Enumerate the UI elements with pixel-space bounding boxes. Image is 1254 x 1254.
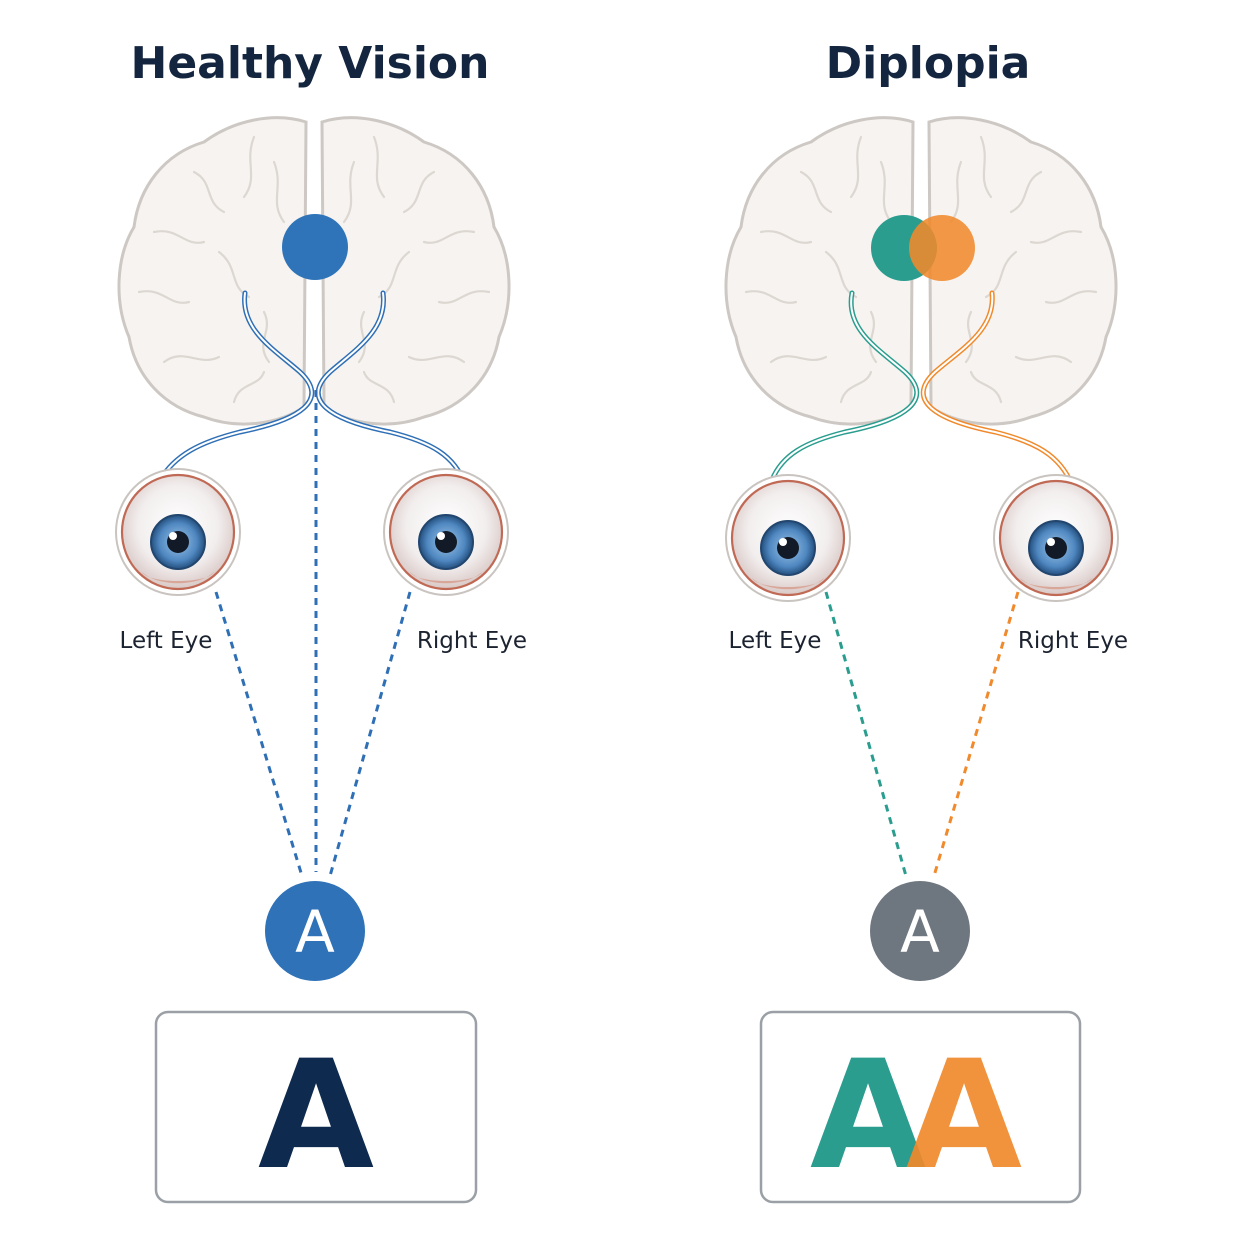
viewed-object: A	[265, 881, 365, 981]
right-eye-label: Right Eye	[417, 628, 527, 654]
right-eye-label: Right Eye	[1018, 628, 1128, 654]
panel-diplopia: Diplopia Left Eye Right Eye	[724, 38, 1128, 1204]
object-letter: A	[900, 898, 940, 966]
perceived-image-box: A A	[759, 1010, 1082, 1204]
brain-image-spot	[282, 214, 348, 280]
perceived-letter-right: A	[906, 1029, 1022, 1203]
right-eye	[992, 473, 1120, 603]
viewed-object: A	[870, 881, 970, 981]
panel-title: Diplopia	[826, 38, 1031, 89]
left-eye-label: Left Eye	[729, 628, 822, 654]
optic-pathways	[157, 290, 468, 488]
left-eye	[114, 467, 242, 597]
object-letter: A	[295, 898, 335, 966]
panel-title: Healthy Vision	[131, 38, 490, 89]
perceived-letter: A	[258, 1029, 374, 1203]
panel-healthy-vision: Healthy Vision Left Eye Right Eye	[114, 38, 527, 1204]
optic-pathways	[769, 290, 1075, 488]
sight-lines	[824, 591, 1020, 877]
brain-image-spot-right	[909, 215, 975, 281]
brain-image-spots	[871, 215, 975, 281]
sight-lines	[214, 390, 412, 877]
perceived-image-box: A	[154, 1010, 478, 1204]
perceived-letter-left: A	[810, 1029, 926, 1203]
left-eye	[724, 473, 852, 603]
left-eye-label: Left Eye	[120, 628, 213, 654]
right-eye	[382, 467, 510, 597]
